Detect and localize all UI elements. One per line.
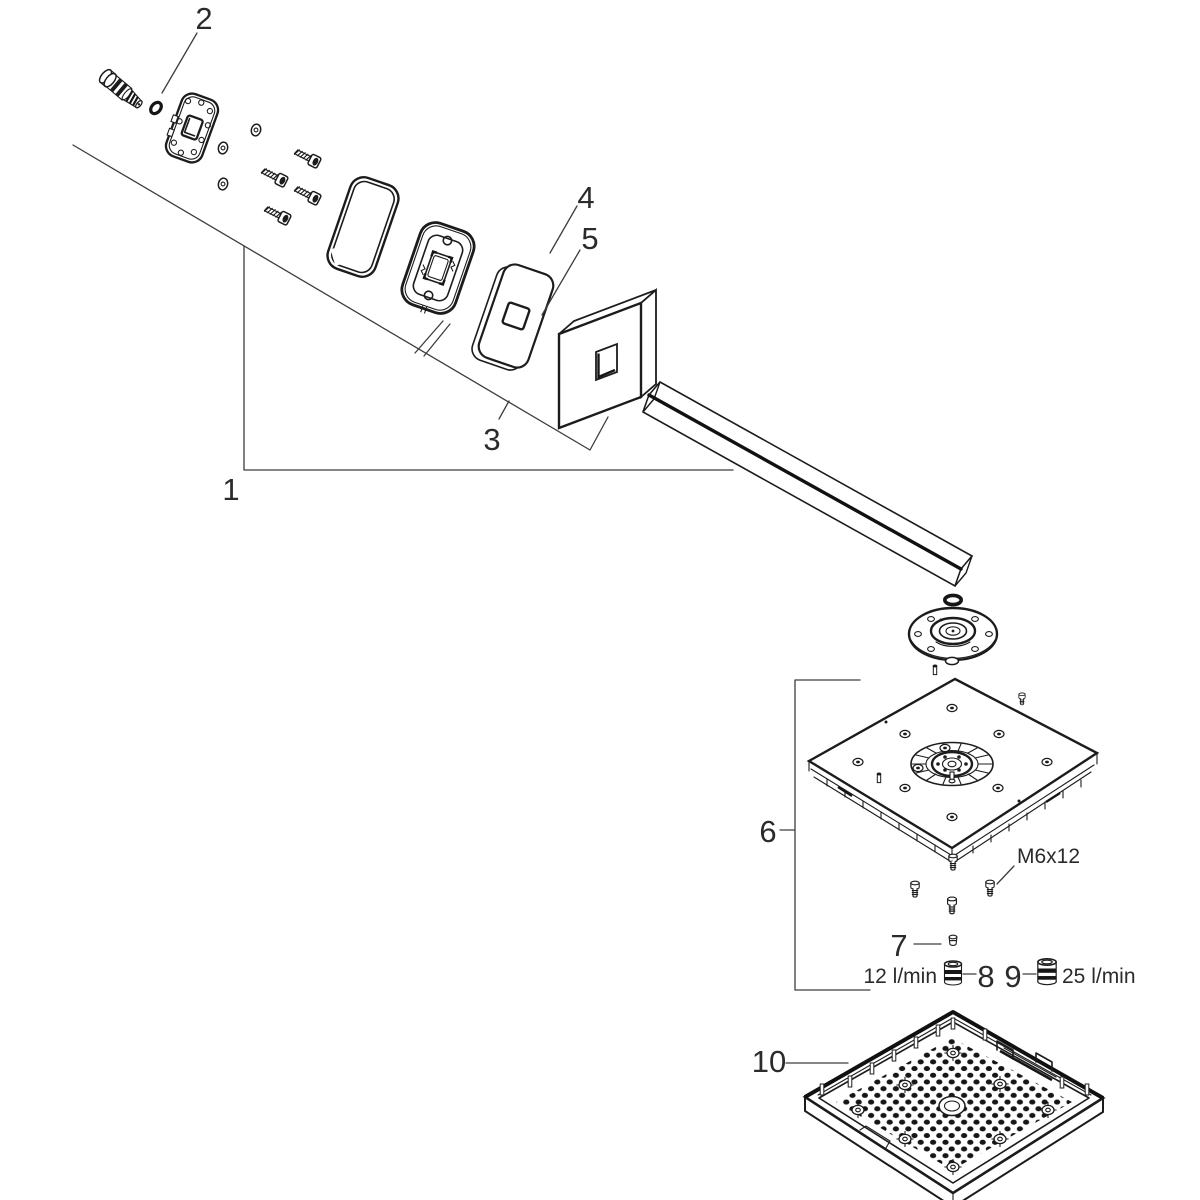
callout-7-label: 7: [890, 928, 907, 963]
latch-detail: [996, 1040, 1057, 1082]
callout-9-label: 9: [1004, 959, 1021, 994]
screw-spec-annotation: M6x12: [996, 845, 1080, 885]
seal-gasket: [471, 263, 555, 371]
callout-4-label: 4: [577, 180, 594, 215]
seal-frame: [326, 176, 400, 278]
functional-unit: [400, 221, 476, 315]
shower-arm: [642, 380, 974, 588]
callout-6: 6: [759, 679, 871, 991]
flow-rate-12-label: 12 l/min: [863, 965, 937, 988]
callout-10-label: 10: [752, 1044, 786, 1079]
o-ring-small: [149, 100, 163, 116]
callout-5-label: 5: [581, 221, 598, 256]
flow-regulator-12: [943, 960, 963, 986]
washer: [249, 122, 263, 138]
arm-o-ring: [942, 593, 963, 607]
callout-1: 1: [72, 144, 734, 507]
spray-plate: [802, 1010, 1106, 1200]
callout-6-label: 6: [759, 814, 776, 849]
callout-3: 3: [483, 400, 510, 457]
screw-spec-label: M6x12: [1017, 845, 1080, 868]
callout-4: 4: [549, 180, 595, 254]
callout-10: 10: [752, 1044, 849, 1079]
callout-7: 7: [890, 928, 942, 963]
plug: [948, 934, 958, 946]
hose-nipple: [98, 68, 143, 109]
callout-9: 9 25 l/min: [1004, 959, 1135, 994]
alignment-pin: [932, 664, 938, 676]
callout-8: 8 12 l/min: [863, 959, 994, 994]
callout-1-label: 1: [222, 472, 239, 507]
callout-8-label: 8: [977, 959, 994, 994]
fixing-screws-wall: [259, 145, 323, 227]
mounting-plate: [164, 92, 220, 164]
flow-regulator-25: [1037, 957, 1057, 986]
rim-notch: [859, 1125, 891, 1149]
washer: [216, 176, 230, 192]
flow-rate-25-label: 25 l/min: [1062, 965, 1136, 988]
head-fixing-screws: [910, 853, 995, 915]
connection-flange: [907, 606, 999, 666]
callout-5: 5: [541, 221, 599, 316]
callout-2: 2: [161, 1, 213, 94]
callout-3-label: 3: [483, 422, 500, 457]
shower-head-body: [806, 677, 1100, 862]
callout-2-label: 2: [195, 1, 212, 36]
washer: [216, 140, 230, 156]
escutcheon: [557, 288, 657, 430]
